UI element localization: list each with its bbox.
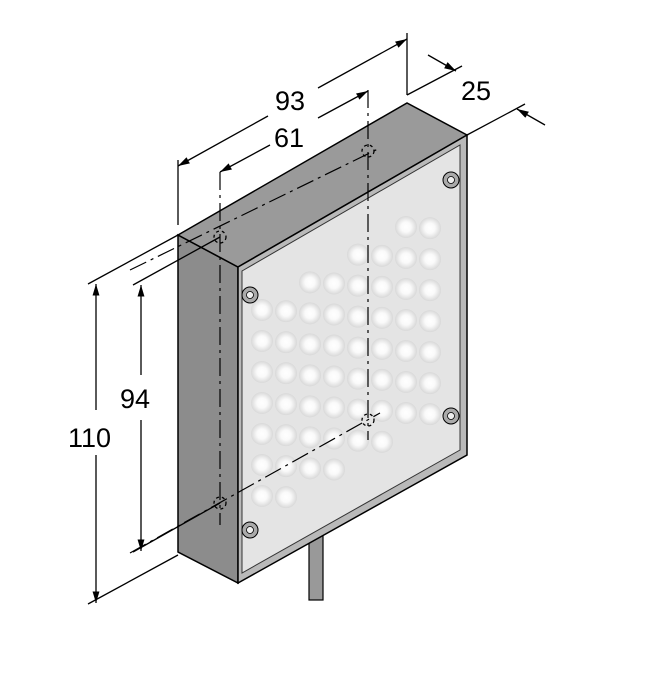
led — [299, 395, 321, 418]
dimension-93 — [177, 33, 408, 225]
led — [395, 215, 417, 238]
led — [347, 274, 369, 297]
led-array — [251, 215, 441, 509]
cable — [308, 534, 324, 601]
dim-label-61: 61 — [274, 123, 304, 153]
led — [251, 392, 273, 414]
housing-side-face — [177, 233, 239, 585]
led — [323, 303, 345, 326]
led — [251, 299, 273, 321]
led — [395, 277, 417, 300]
led — [419, 372, 441, 395]
led — [371, 275, 393, 298]
led — [275, 424, 297, 447]
led — [275, 362, 297, 385]
mounting-hole — [213, 230, 227, 244]
screw-icon — [442, 407, 460, 425]
led — [323, 458, 345, 481]
led — [371, 368, 393, 391]
led — [371, 399, 393, 422]
led — [419, 403, 441, 426]
led — [395, 401, 417, 424]
led — [419, 279, 441, 302]
led — [251, 423, 273, 445]
dimension-94 — [132, 236, 221, 553]
led — [299, 426, 321, 449]
led — [347, 243, 369, 266]
led — [347, 398, 369, 421]
led — [371, 306, 393, 329]
dim-label-94: 94 — [120, 384, 150, 414]
led — [395, 370, 417, 393]
led — [251, 330, 273, 352]
led — [323, 272, 345, 295]
led — [299, 457, 321, 480]
led — [395, 339, 417, 362]
led — [419, 217, 441, 240]
dim-label-110: 110 — [68, 423, 111, 453]
led — [275, 331, 297, 354]
led — [395, 308, 417, 331]
led — [323, 396, 345, 419]
led — [299, 333, 321, 356]
led — [323, 334, 345, 357]
dimension-110 — [87, 234, 179, 605]
led — [275, 300, 297, 323]
led — [347, 305, 369, 328]
led — [299, 271, 321, 294]
mounting-hole — [213, 496, 227, 510]
led — [347, 336, 369, 359]
led — [371, 430, 393, 453]
led — [347, 429, 369, 452]
mounting-hole — [361, 144, 375, 158]
led — [395, 246, 417, 269]
led — [419, 341, 441, 364]
dimension-25 — [406, 54, 546, 136]
led — [323, 365, 345, 388]
led — [419, 248, 441, 271]
led — [275, 393, 297, 416]
dim-label-25: 25 — [461, 76, 491, 106]
led — [299, 364, 321, 387]
led — [251, 454, 273, 476]
led — [299, 302, 321, 325]
led — [419, 310, 441, 333]
led — [371, 337, 393, 360]
dim-label-93: 93 — [275, 86, 305, 116]
mounting-hole — [361, 413, 375, 427]
screw-icon — [241, 521, 259, 539]
led — [251, 485, 273, 507]
led — [347, 367, 369, 390]
screw-icon — [442, 171, 460, 189]
screw-icon — [241, 286, 259, 304]
dimension-61 — [219, 90, 369, 173]
led — [251, 361, 273, 383]
led — [371, 244, 393, 267]
led — [275, 486, 297, 509]
